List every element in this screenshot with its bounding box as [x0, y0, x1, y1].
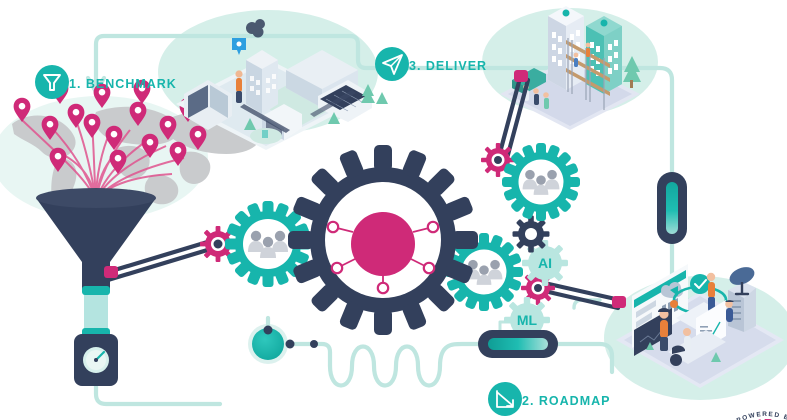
scene-construction-buildings: [500, 6, 641, 130]
benchmark-label: 1. BENCHMARK: [69, 77, 177, 91]
scene-data-office: [616, 264, 784, 388]
scene-industrial-city: [176, 19, 388, 150]
central-gear-hub: [351, 212, 415, 276]
knob-round: [248, 324, 295, 364]
step-deliver[interactable]: 3. DELIVER: [375, 47, 487, 81]
funnel-tube: [84, 288, 108, 334]
roadmap-label: 2. ROADMAP: [522, 394, 610, 408]
pipe-network: [93, 33, 703, 407]
step-roadmap[interactable]: 2. ROADMAP: [488, 382, 610, 416]
satellite-dish: [729, 267, 755, 296]
paper-plane-icon: [382, 54, 403, 75]
gear-node-network: [336, 227, 430, 284]
pipe-knob-right: [289, 341, 333, 369]
valve-horizontal: [478, 330, 558, 358]
declining-chart-icon: [496, 390, 514, 408]
people-gear-topright: [502, 143, 580, 221]
benchmark-icon-circle: [35, 65, 69, 99]
linkage-topright-a: [495, 75, 523, 163]
pink-gear-topright: [481, 143, 515, 177]
gear-text-powered-by: POWERED BY: [736, 411, 787, 420]
linkage-bottomright-a: [537, 279, 623, 303]
funnel-rim: [36, 188, 156, 208]
linkage-left-upper: [105, 237, 217, 275]
pipe-top: [93, 33, 675, 181]
linkage-left-lower: [105, 245, 217, 283]
step-benchmark[interactable]: 1. BENCHMARK: [35, 65, 177, 99]
funnel-body: [36, 198, 156, 290]
pipe-serpentine: [327, 341, 481, 388]
badge-label-ml: ML: [517, 312, 538, 328]
gear-node-dots: [326, 220, 440, 295]
linkage-pin-office: [612, 296, 626, 308]
linkage-pin-funnel: [104, 266, 118, 278]
valve-vertical: [657, 172, 687, 244]
badge-gear-ai: AI: [522, 240, 568, 286]
linkage-pin-construction: [514, 70, 528, 82]
gauge-pivot: [94, 358, 98, 362]
pipe-connector-dots: [310, 340, 318, 348]
funnel-collar-top: [82, 286, 110, 295]
badge-label-ai: AI: [538, 255, 552, 271]
small-navy-gear: [512, 215, 550, 253]
funnel-icon: [43, 74, 61, 91]
central-gear: POWERED BY CARBON DATA INSIGHTS: [288, 145, 787, 420]
deliver-label: 3. DELIVER: [409, 59, 487, 73]
construction-worker-1: [585, 42, 591, 57]
pipe-left-bottom: [93, 357, 223, 407]
construction-worker-2: [573, 52, 579, 67]
output-gauge: [74, 334, 118, 386]
pipe-valve-right: [553, 341, 615, 375]
people-gear-left: [225, 201, 311, 287]
linkage-bottomright-b: [537, 287, 621, 311]
data-funnel: [36, 188, 156, 337]
world-map-group: [12, 79, 261, 206]
